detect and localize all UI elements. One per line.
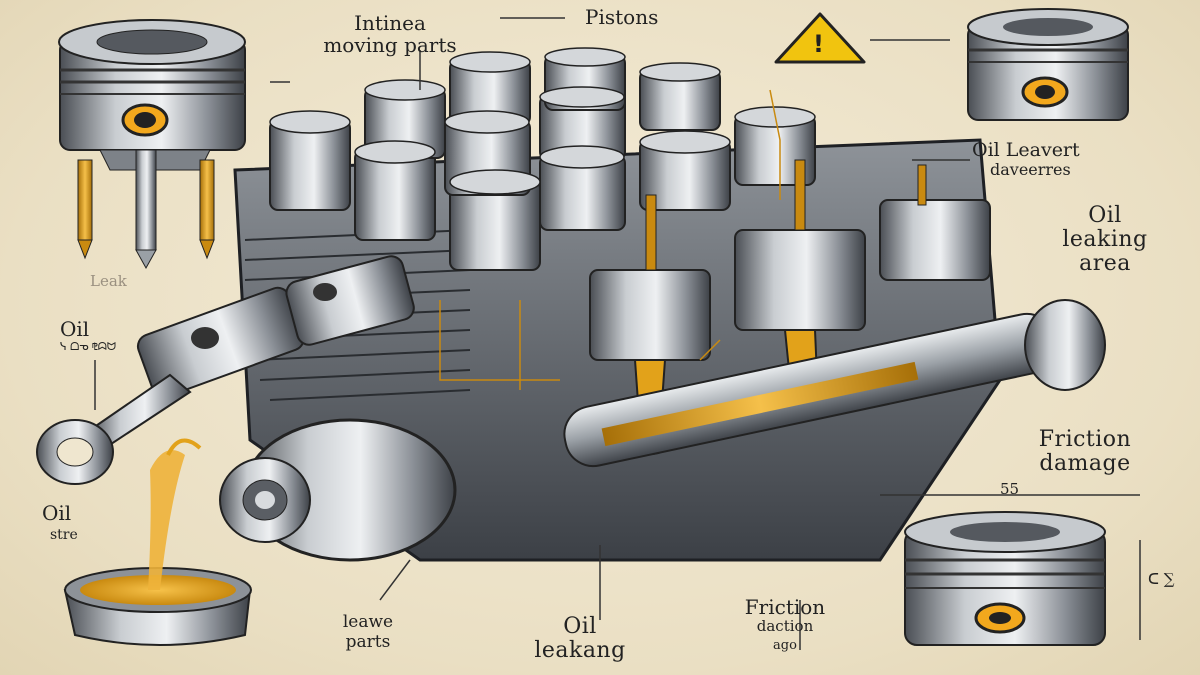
label-oil-left: Oil ᓭ ᗝᓀ ⅊ᗣᗢ xyxy=(60,317,117,353)
label-oil-leavert: Oil Leavert daveerres xyxy=(972,139,1080,179)
label-friction-daction: Friction daction ago xyxy=(744,595,826,653)
warning-exclamation: ! xyxy=(813,30,824,58)
label-pistons: Pistons xyxy=(585,5,659,29)
label-vertical-mark: ᑕ ∑ xyxy=(1148,570,1175,588)
label-leak-faint: Leak xyxy=(90,272,127,290)
label-friction-damage: Friction damage xyxy=(1038,427,1132,476)
label-leawe-parts: leawe parts xyxy=(342,612,394,652)
label-oil-leakang: Oil leakang xyxy=(534,614,626,663)
oil-pan-icon xyxy=(63,438,252,646)
label-oil-stre: Oil stre xyxy=(42,501,78,543)
warning-icon xyxy=(774,12,866,64)
pulley-icon xyxy=(219,418,457,562)
connecting-rod-icon xyxy=(36,255,415,485)
crankshaft-icon xyxy=(563,299,1106,468)
label-ss-mark: 55 xyxy=(1000,480,1020,498)
piston-icon xyxy=(967,8,1129,121)
piston-icon xyxy=(904,511,1106,646)
piston-icon xyxy=(58,19,246,270)
label-intinea-moving-parts: Intinea moving parts xyxy=(323,11,457,57)
label-oil-leaking-area: Oil leaking area xyxy=(1062,203,1148,276)
